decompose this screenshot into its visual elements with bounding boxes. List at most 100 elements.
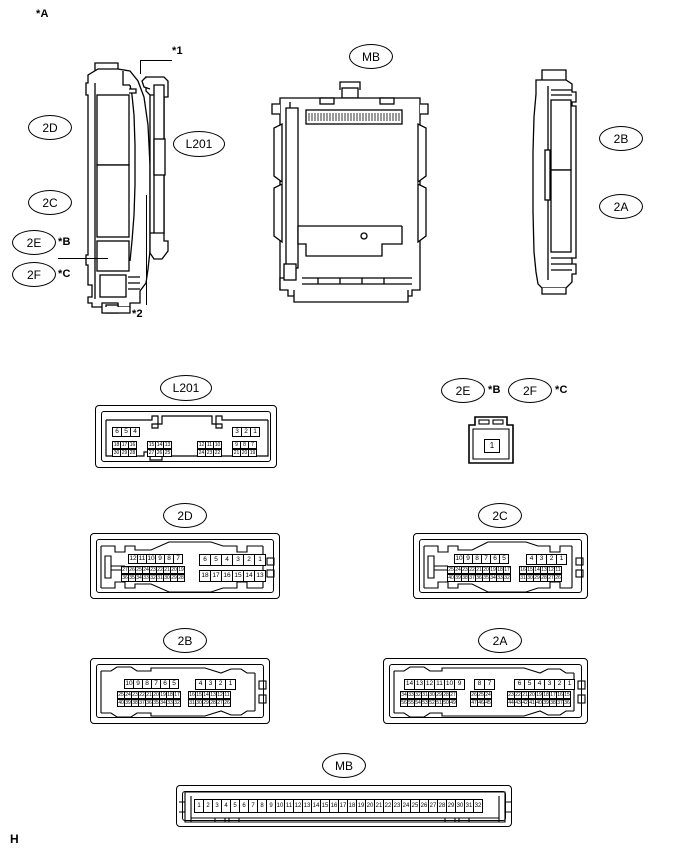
callout-star2: *2 [132, 308, 143, 320]
pin[interactable]: 13 [254, 570, 266, 582]
oval-2f-connector: 2F [508, 378, 552, 403]
oval-2e-connector-label: 2E [455, 383, 471, 398]
2a-g1-bot-row: 56 55 54 53 52 51 50 49 [400, 699, 457, 707]
connector-2a-inner [389, 664, 582, 718]
l201-group-right-lower-row1: 9 8 7 [232, 441, 257, 449]
2a-g3-mid-row: 23 22 21 20 19 18 17 16 15 [507, 691, 571, 699]
ecu-side-view-right-drawing [532, 69, 577, 295]
pin[interactable]: 7 [173, 554, 183, 564]
oval-2d: 2D [28, 115, 72, 140]
top-right-assembly [520, 62, 620, 302]
pin[interactable]: 1 [254, 554, 266, 566]
oval-2b-top-label: 2B [613, 131, 629, 146]
pin[interactable]: 17 [503, 566, 511, 574]
leader-star1-h [140, 60, 172, 62]
pin[interactable]: 5 [169, 679, 179, 689]
pin[interactable]: 32 [173, 699, 181, 707]
connector-2b-inner [96, 664, 264, 718]
pin[interactable]: 5 [499, 554, 509, 564]
oval-2a-connector-label: 2A [492, 633, 508, 648]
connector-2d[interactable]: 12 11 10 9 8 7 27 26 25 24 23 22 21 20 1… [90, 533, 280, 599]
pin[interactable]: 25 [163, 449, 172, 457]
callout-2f-starc: *C [555, 384, 568, 396]
pin[interactable]: 49 [449, 699, 457, 707]
pin[interactable]: 15 [563, 691, 571, 699]
pin[interactable]: 10 [213, 441, 222, 449]
pin[interactable]: 28 [128, 449, 137, 457]
pin[interactable]: 11 [223, 691, 231, 699]
callout-star1: *1 [172, 45, 183, 57]
pin[interactable]: 4 [130, 427, 140, 437]
pin[interactable]: 26 [223, 699, 231, 707]
pin[interactable]: 22 [213, 449, 222, 457]
oval-2b-top: 2B [599, 126, 643, 151]
pin[interactable]: 19 [177, 566, 185, 574]
oval-2e-label: 2E [26, 235, 42, 250]
oval-mb-top-label: MB [362, 49, 380, 64]
pin[interactable]: 11 [554, 566, 562, 574]
ecu-side-view-drawing [85, 62, 169, 314]
connector-2b[interactable]: 10 9 8 7 6 5 25 24 23 22 21 20 19 18 17 … [90, 658, 270, 724]
pin[interactable]: 27 [449, 691, 457, 699]
oval-2c-connector-label: 2C [492, 508, 508, 523]
pin[interactable]: 1 [564, 679, 575, 690]
pin[interactable]: 1 [556, 554, 567, 565]
pin[interactable]: 1 [250, 427, 260, 437]
pin[interactable]: 28 [177, 574, 185, 582]
2a-g1-top-row: 14 13 12 11 10 9 [404, 679, 465, 690]
pin[interactable]: 32 [503, 574, 511, 582]
pin[interactable]: 24 [484, 691, 492, 699]
l201-group-left-lower-row2: 30 29 28 [112, 449, 137, 457]
connector-2c[interactable]: 10 9 8 7 6 5 25 24 23 22 21 20 19 18 17 … [413, 533, 588, 599]
l201-group-mid-left-row1: 15 14 13 [147, 441, 172, 449]
pin[interactable]: 45 [484, 699, 492, 707]
oval-2b-connector: 2B [163, 628, 207, 653]
2b-right-bot-row: 31 30 29 28 27 26 [188, 699, 231, 707]
connector-2e2f[interactable]: 1 [463, 411, 519, 469]
callout-2e-starb: *B [488, 384, 501, 396]
oval-l201-connector-label: L201 [172, 381, 200, 395]
2d-right-top-row: 6 5 4 3 2 1 [199, 554, 266, 566]
connector-mb[interactable]: 1 2 3 4 5 6 7 8 9 10 11 12 13 14 15 16 1… [176, 785, 512, 827]
2c-left-mid-row: 25 24 23 22 21 20 19 18 17 [447, 566, 511, 574]
oval-2e: 2E [12, 230, 56, 255]
oval-2f-label: 2F [26, 267, 41, 282]
l201-group-left-lower-row1: 18 17 16 [112, 441, 137, 449]
pin[interactable]: 1 [225, 679, 236, 690]
oval-2a-top: 2A [599, 194, 643, 219]
oval-2f: 2F [12, 262, 56, 287]
pin[interactable]: 1 [484, 439, 500, 453]
connector-2a[interactable]: 14 13 12 11 10 9 34 33 32 31 30 29 28 27… [383, 658, 588, 724]
oval-2a-connector: 2A [478, 628, 522, 653]
leader-star2-v [146, 195, 148, 305]
oval-l201-top: L201 [173, 131, 225, 157]
pin[interactable]: 7 [248, 441, 257, 449]
pin[interactable]: 13 [163, 441, 172, 449]
pin[interactable]: 9 [454, 679, 465, 690]
pin[interactable]: 36 [563, 699, 571, 707]
2b-right-mid-row: 16 15 14 13 12 11 [188, 691, 231, 699]
mb-pin-row: 1 2 3 4 5 6 7 8 9 10 11 12 13 14 15 16 1… [194, 799, 483, 813]
pin[interactable]: 17 [173, 691, 181, 699]
2c-left-top-row: 10 9 8 7 6 5 [454, 554, 509, 564]
2c-left-bot-row: 40 39 38 37 36 35 34 33 32 [447, 574, 511, 582]
mb-box-drawing [271, 81, 429, 303]
pin[interactable]: 32 [473, 799, 483, 813]
l201-group-left-upper-row1: 6 5 4 [112, 427, 140, 437]
oval-2c-connector: 2C [478, 503, 522, 528]
pin[interactable]: 16 [128, 441, 137, 449]
oval-mb-top: MB [349, 44, 393, 69]
pin[interactable]: 26 [554, 574, 562, 582]
oval-l201-connector: L201 [160, 375, 212, 401]
pin[interactable]: 7 [484, 679, 495, 690]
2d-right-bot-row: 18 17 16 15 14 13 [199, 570, 266, 582]
leader-2ef-h [58, 258, 108, 260]
callout-starc: *C [58, 268, 71, 280]
pin[interactable]: 19 [248, 449, 257, 457]
oval-2b-connector-label: 2B [177, 633, 193, 648]
oval-2f-connector-label: 2F [522, 383, 537, 398]
2a-g2-mid-row: 26 25 24 [470, 691, 492, 699]
connector-l201[interactable]: 6 5 4 18 17 16 30 29 28 15 14 13 27 26 2… [95, 405, 277, 468]
marker-h: H [10, 832, 19, 846]
2b-left-mid-row: 25 24 23 22 21 20 19 18 17 [117, 691, 181, 699]
